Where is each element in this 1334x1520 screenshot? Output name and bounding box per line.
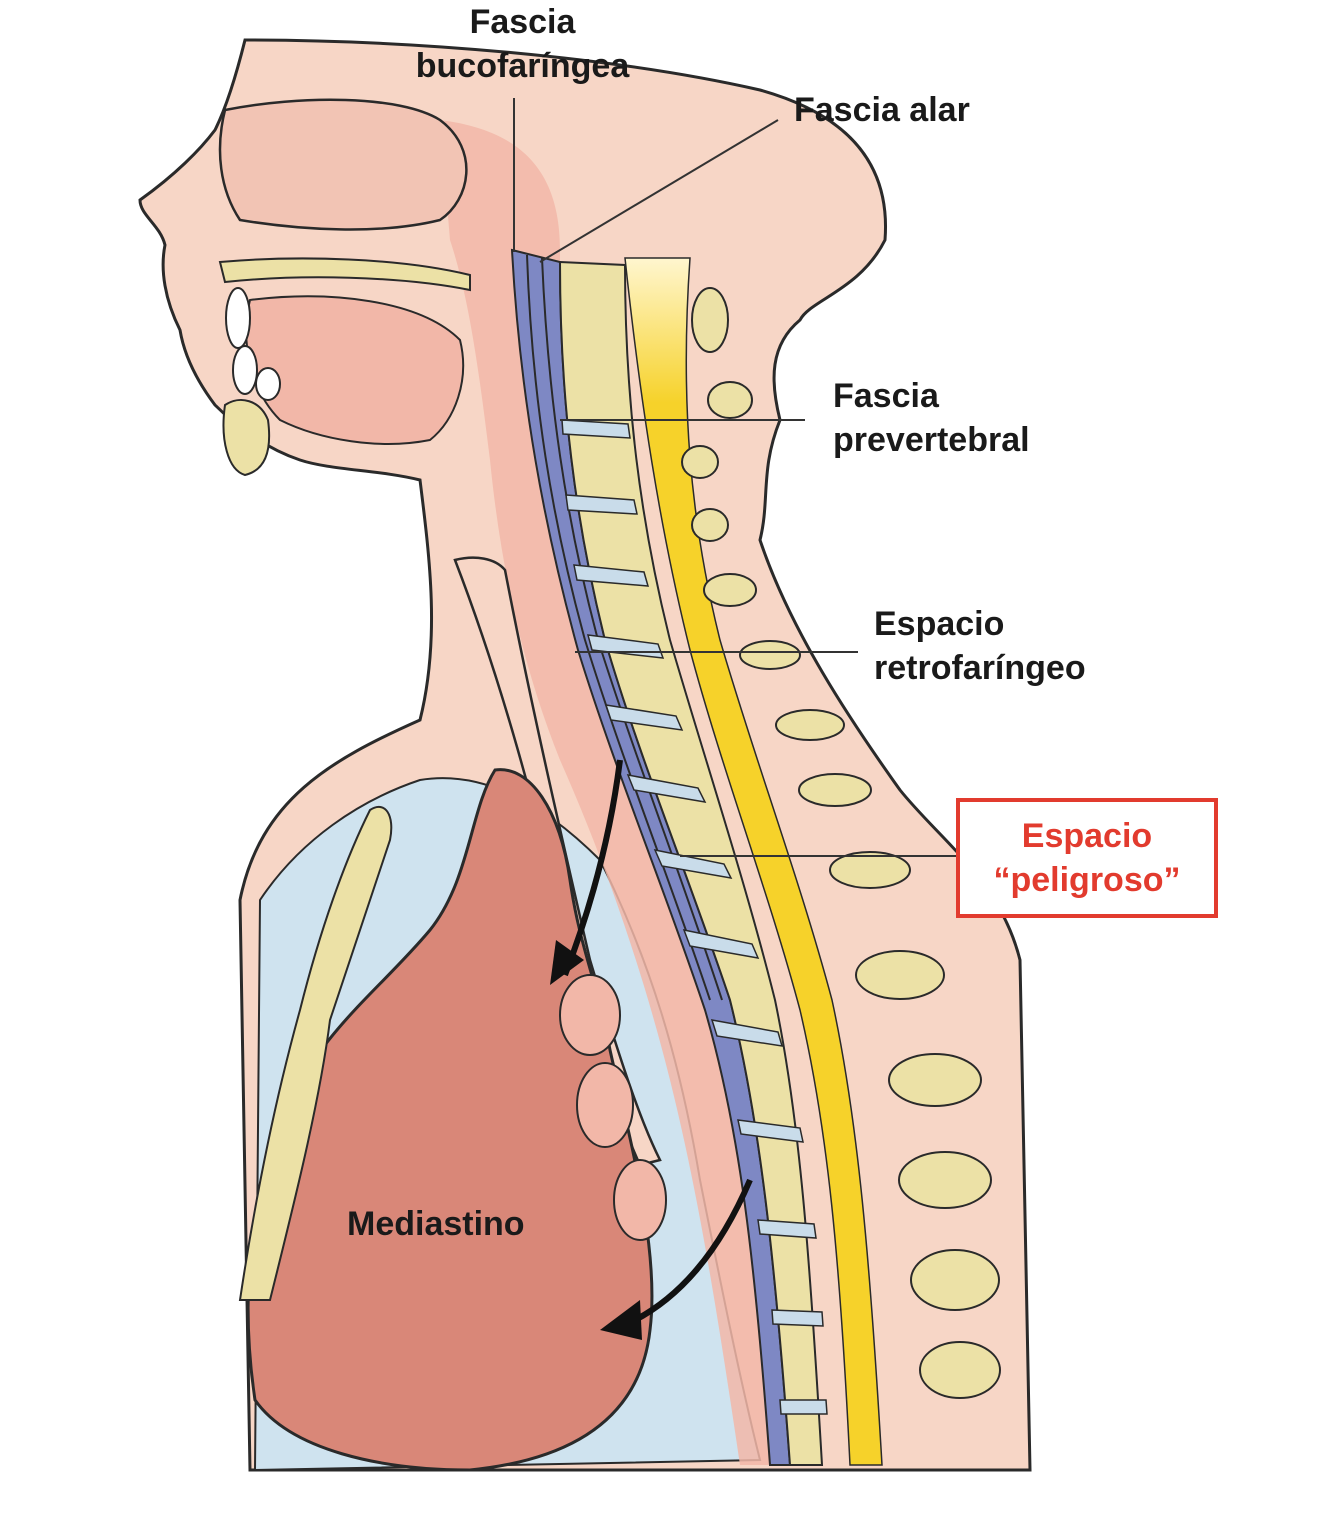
spinous-processes — [681, 287, 1001, 1399]
label-line: prevertebral — [833, 421, 1030, 459]
label-line: Fascia — [469, 3, 576, 41]
label-line: bucofaríngea — [415, 47, 630, 85]
label-fascia-bucofaringea: Fascia bucofaríngea — [395, 0, 650, 88]
label-line: Espacio — [874, 605, 1005, 643]
lymph-node-3 — [613, 1159, 667, 1241]
lymph-node-2 — [576, 1062, 634, 1148]
hard-palate — [218, 257, 471, 292]
sternum — [238, 805, 393, 1301]
teeth-lower-2 — [255, 367, 281, 401]
label-espacio-peligroso: Espacio “peligroso” — [956, 814, 1218, 902]
arrow-lower-head — [600, 1300, 642, 1340]
label-fascia-alar: Fascia alar — [794, 91, 970, 129]
arrow-upper — [562, 759, 623, 977]
fascia-line-1 — [526, 254, 711, 1001]
spinal-cord — [624, 257, 883, 1466]
label-line: “peligroso” — [993, 861, 1181, 899]
danger-space-box — [956, 798, 1218, 918]
label-line: retrofaríngeo — [874, 649, 1086, 687]
teeth-lower — [232, 345, 258, 395]
teeth-upper — [225, 287, 251, 349]
label-line: Fascia — [833, 377, 939, 415]
mediastinum — [246, 768, 654, 1472]
leader-alar — [539, 119, 779, 263]
mandible — [222, 399, 271, 477]
label-espacio-retrofaringeo: Espacio retrofaríngeo — [874, 602, 1086, 690]
nasal-cavity — [218, 98, 468, 231]
lymph-node-1 — [559, 974, 621, 1056]
label-fascia-prevertebral: Fascia prevertebral — [833, 374, 1030, 462]
label-mediastino: Mediastino — [347, 1205, 525, 1243]
arrow-upper-head — [550, 940, 584, 985]
arrow-lower — [623, 1178, 753, 1328]
label-line: Espacio — [1021, 817, 1153, 855]
